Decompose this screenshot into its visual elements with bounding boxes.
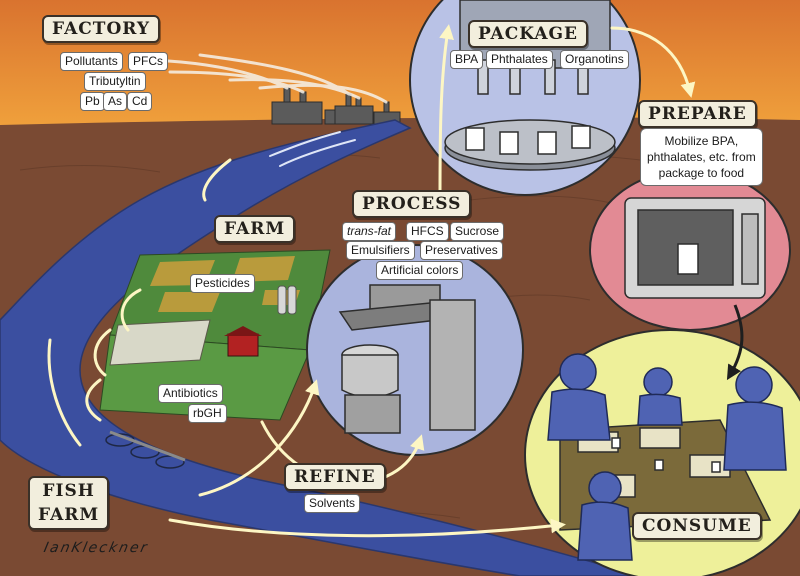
barn xyxy=(224,326,262,357)
package-title: PACKAGE xyxy=(468,20,589,48)
farm-title: FARM xyxy=(214,215,296,243)
microwave xyxy=(624,197,766,299)
chip-pesticides: Pesticides xyxy=(190,274,255,293)
flow-arrows xyxy=(47,24,696,538)
chip-cd: Cd xyxy=(127,92,153,111)
factory-title: FACTORY xyxy=(42,15,160,43)
chip-as: As xyxy=(103,92,128,111)
processing-machine xyxy=(338,284,476,434)
chip-preservatives: Preservatives xyxy=(420,241,503,260)
prepare-note-line-2: phthalates, etc. from xyxy=(647,150,756,164)
refine-title: REFINE xyxy=(284,463,386,491)
chip-solvents: Solvents xyxy=(304,494,361,513)
process-title: PROCESS xyxy=(352,190,472,218)
chip-pfcs: PFCs xyxy=(128,52,168,71)
chip-sucrose: Sucrose xyxy=(450,222,505,241)
chip-antibiotics: Antibiotics xyxy=(158,384,223,403)
chip-bpa: BPA xyxy=(450,50,484,69)
fish-farm-pens xyxy=(105,430,186,469)
chip-tributyltin: Tributyltin xyxy=(84,72,146,91)
chip-pollutants: Pollutants xyxy=(60,52,123,71)
chip-phthalates: Phthalates xyxy=(486,50,553,69)
prepare-to-consume-arrow xyxy=(726,304,744,381)
chip-organotins: Organotins xyxy=(560,50,629,69)
prepare-title: PREPARE xyxy=(638,100,757,128)
fish-farm-title-line-2: FARM xyxy=(38,505,100,525)
chip-hfcs: HFCS xyxy=(406,222,449,241)
artist-signature: IanKleckner xyxy=(42,540,151,556)
consume-title: CONSUME xyxy=(632,512,762,540)
river-current-arrows xyxy=(269,131,356,167)
chip-pb: Pb xyxy=(80,92,105,111)
prepare-note: Mobilize BPA, phthalates, etc. from pack… xyxy=(640,128,763,186)
prepare-note-line-3: package to food xyxy=(658,166,745,180)
fish-farm-title: FISH FARM xyxy=(28,476,110,530)
prepare-note-line-1: Mobilize BPA, xyxy=(664,134,739,148)
chip-rbgh: rbGH xyxy=(188,404,227,423)
chip-trans-fat: trans-fat xyxy=(342,222,397,241)
chip-artificial-colors: Artificial colors xyxy=(376,261,464,280)
fish-farm-title-line-1: FISH xyxy=(42,481,95,501)
chip-emulsifiers: Emulsifiers xyxy=(346,241,415,260)
family-people xyxy=(547,353,787,561)
silos xyxy=(277,285,297,315)
